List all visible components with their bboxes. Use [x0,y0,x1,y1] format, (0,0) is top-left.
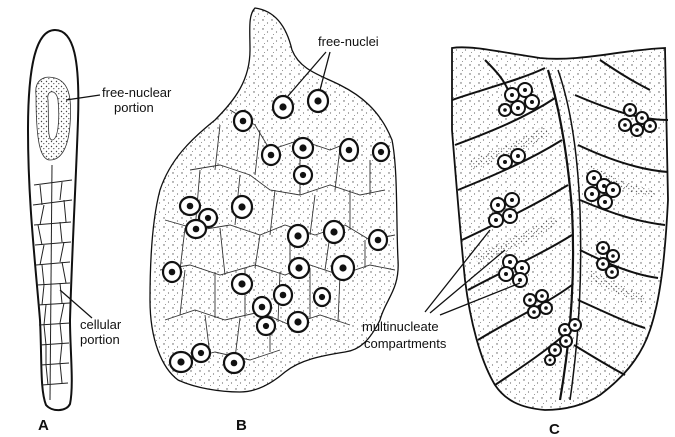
nucleus [289,258,309,278]
nucleus [373,143,389,161]
nucleus [234,111,252,131]
nucleus [262,145,280,165]
nucleus [294,166,312,184]
label-free-nuclear-line2: portion [114,100,154,115]
panel-a: free-nuclear portion cellular portion A [28,30,172,434]
nucleus [288,312,308,332]
nucleus [224,353,244,373]
panel-b: free-nuclei B [150,8,398,434]
nucleus [288,225,308,247]
nucleus [192,344,210,362]
vacuole [48,92,59,140]
nucleus [274,285,292,305]
nucleus [273,96,293,118]
nucleus [324,221,344,243]
nucleus [170,352,192,372]
panel-c: multinucleate compartments C [362,47,668,437]
panel-letter-c: C [549,421,560,437]
nucleus [340,139,358,161]
nucleus [232,196,252,218]
nucleus [253,297,271,317]
label-multinucleate-line1: multinucleate [362,319,439,334]
panel-letter-a: A [38,417,49,434]
nucleus [369,230,387,250]
nucleus [232,274,252,294]
nucleus [332,256,354,280]
nucleus [180,197,200,215]
label-cellular-line2: portion [80,332,120,347]
nucleus [308,90,328,112]
nucleus [314,288,330,306]
label-cellular-line1: cellular [80,317,122,332]
nucleus [163,262,181,282]
nucleus [257,317,275,335]
nucleus [186,220,206,238]
panel-letter-b: B [236,417,247,434]
nucleus [293,138,313,158]
label-multinucleate-line2: compartments [364,336,447,351]
label-free-nuclei: free-nuclei [318,34,379,49]
label-free-nuclear-line1: free-nuclear [102,85,172,100]
